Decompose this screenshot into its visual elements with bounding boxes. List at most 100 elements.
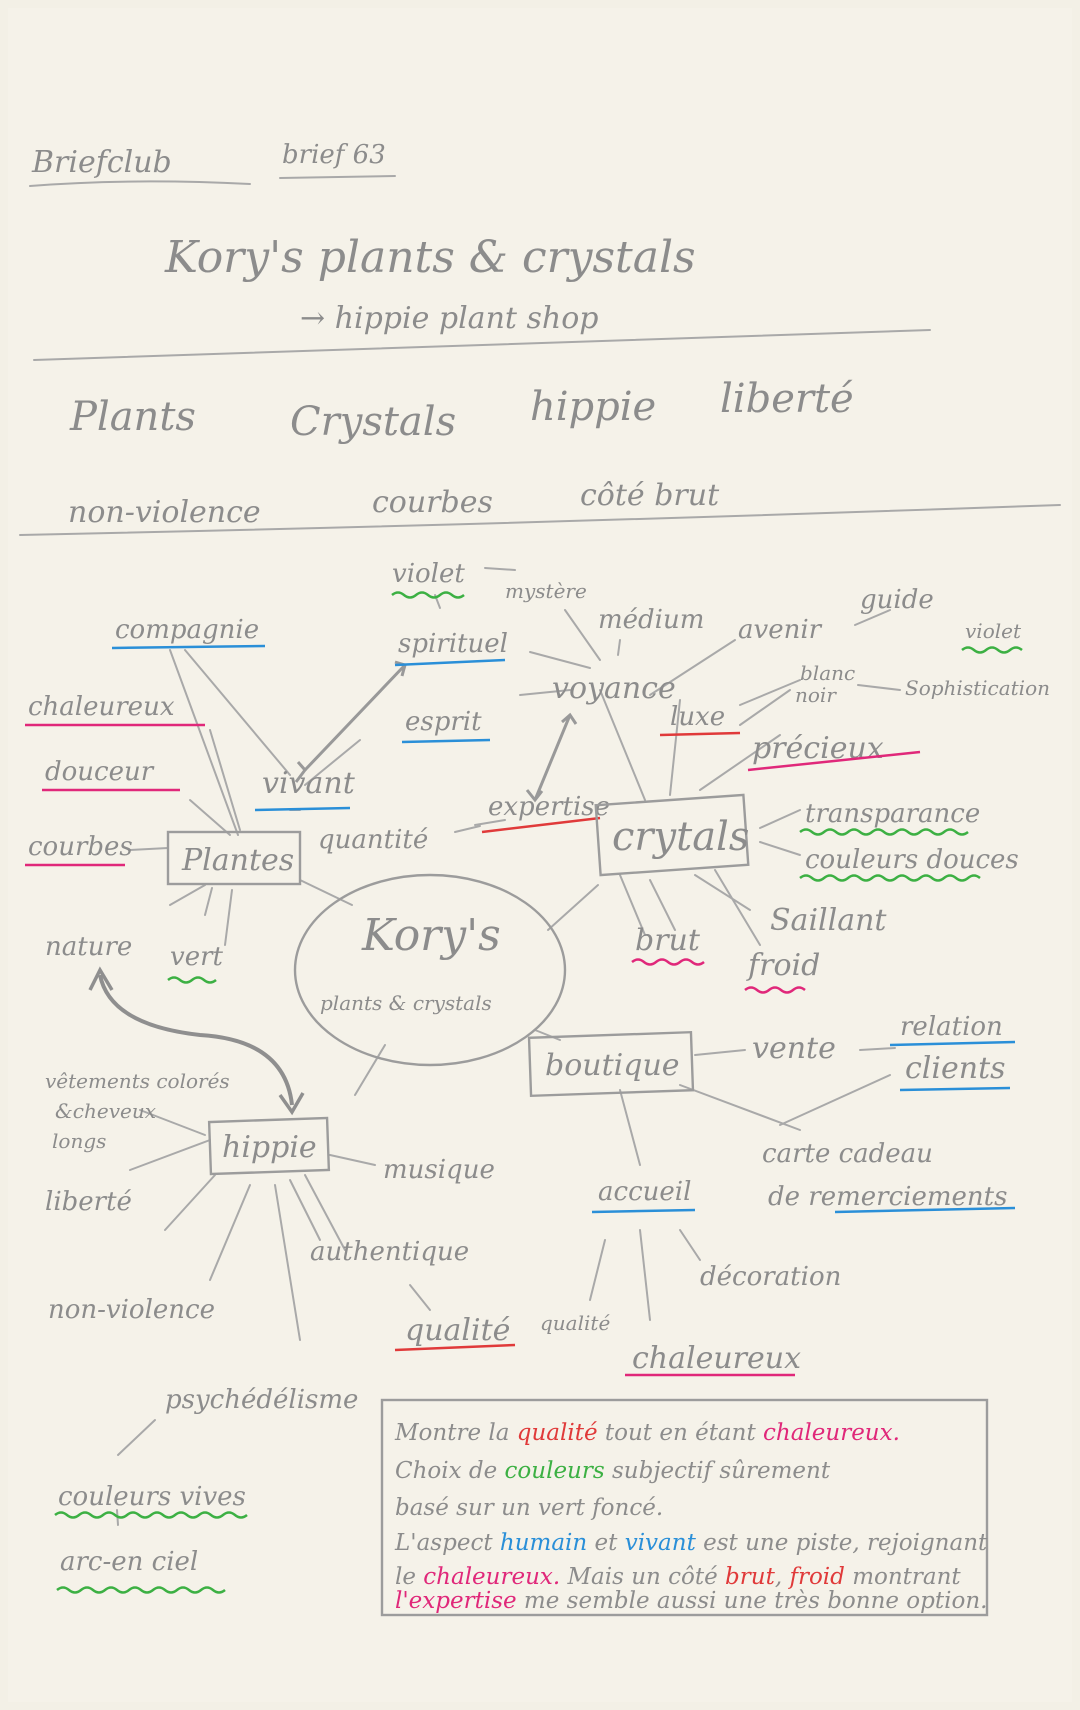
term-couleurs-vives: couleurs vives (58, 1482, 246, 1512)
term-nonviolence: non-violence (48, 1295, 215, 1325)
note-line-2: Choix de couleurs subjectif sûrement (395, 1458, 831, 1484)
note-line-4: L'aspect humain et vivant est une piste,… (394, 1530, 988, 1556)
term-violet: violet (392, 559, 465, 589)
boutique-label: boutique (545, 1048, 680, 1083)
underline-pink-wavy (631, 958, 705, 966)
term-liberte: liberté (45, 1187, 132, 1217)
term-arc-en-ciel: arc-en ciel (60, 1547, 198, 1577)
term-vert: vert (170, 942, 224, 972)
term-expertise: expertise (488, 792, 610, 822)
term-blanc: blanc (800, 661, 855, 685)
term-nature: nature (45, 932, 132, 962)
keyword-list: Plants Crystals hippie liberté non-viole… (68, 376, 854, 530)
underline-green-wavy (799, 874, 981, 882)
term-brut: brut (635, 923, 701, 958)
term-noir: noir (795, 683, 837, 707)
paper-sheet (8, 8, 1072, 1702)
term-qualite-boutique: qualité (540, 1311, 610, 1335)
underline-blue (889, 1040, 1016, 1047)
underline-green-wavy (56, 1586, 226, 1594)
term-clients: clients (905, 1051, 1006, 1086)
term-vetements-line-1: vêtements colorés (45, 1069, 230, 1093)
plantes-box (166, 830, 302, 886)
crystals-branch: crytals luxe blanc noir violet Sophistic… (594, 619, 1050, 994)
title: Kory's plants & crystals (164, 232, 696, 283)
underline-pink-wavy (744, 986, 806, 994)
term-vente: vente (752, 1031, 836, 1066)
term-douceur: douceur (45, 757, 155, 787)
keyword: côté brut (580, 478, 720, 513)
voyance-cluster: violet mystère spirituel médium esprit v… (391, 559, 934, 834)
term-medium: médium (598, 605, 704, 635)
underline-red (481, 816, 601, 834)
term-transparence: transparance (805, 799, 980, 829)
term-saillant: Saillant (770, 903, 887, 938)
keyword: non-violence (68, 495, 261, 530)
center-line-2: plants & crystals (320, 991, 492, 1015)
hippie-box (207, 1116, 331, 1176)
connector-lines (116, 567, 901, 1526)
club-underline (29, 180, 251, 187)
underline-blue (394, 658, 506, 667)
term-psychedelisme: psychédélisme (165, 1385, 358, 1415)
underline-green-wavy (391, 591, 465, 599)
term-voyance: voyance (552, 671, 676, 706)
underline-blue (401, 738, 491, 744)
crystals-label: crytals (612, 814, 749, 860)
term-musique: musique (383, 1155, 495, 1185)
note-box: Montre la qualité tout en étant chaleure… (380, 1398, 989, 1617)
term-vetements-line-3: longs (52, 1129, 106, 1153)
club-label: Briefclub (31, 145, 172, 180)
underline-blue (254, 806, 351, 812)
boutique-box (527, 1030, 695, 1098)
term-courbes: courbes (28, 832, 133, 862)
center-node (293, 873, 567, 1067)
keyword-divider (19, 504, 1061, 536)
term-avenir: avenir (738, 615, 823, 645)
term-quantite: quantité (318, 825, 428, 855)
underline-green-wavy (961, 646, 1023, 654)
term-chaleureux-boutique: chaleureux (632, 1341, 801, 1376)
term-luxe: luxe (670, 702, 725, 732)
keyword: Plants (69, 394, 196, 440)
term-vivant: vivant (262, 766, 356, 801)
hippie-label: hippie (222, 1130, 317, 1165)
term-mystere: mystère (505, 579, 587, 603)
underline-red (394, 1343, 516, 1352)
plantes-label: Plantes (181, 843, 294, 878)
term-carte-line-1: carte cadeau (762, 1139, 933, 1169)
underline-green-wavy (54, 1511, 248, 1519)
term-authentique: authentique (310, 1237, 469, 1267)
note-line-5: le chaleureux. Mais un côté brut, froid … (395, 1564, 961, 1590)
center-line-1: Kory's (361, 910, 501, 961)
term-sophistication: Sophistication (905, 676, 1050, 700)
term-relation: relation (900, 1012, 1003, 1042)
brief-underline (279, 175, 396, 179)
plantes-branch: Plantes compagnie chaleureux douceur viv… (25, 615, 481, 984)
hippie-branch: hippie vêtements colorés &cheveux longs … (45, 1069, 516, 1594)
underline-blue (899, 1086, 1011, 1092)
underline-blue (591, 1208, 696, 1214)
term-spirituel: spirituel (398, 629, 508, 659)
underline-green-wavy (167, 976, 217, 984)
crystals-box (594, 793, 750, 877)
keyword: liberté (720, 376, 854, 422)
underline-red (659, 731, 741, 737)
link-line (454, 825, 481, 833)
term-carte-line-2: de remerciements (768, 1182, 1007, 1212)
keyword: hippie (530, 384, 656, 430)
subtitle: → hippie plant shop (300, 301, 598, 336)
term-accueil: accueil (598, 1177, 691, 1207)
underline-green-wavy (799, 828, 969, 836)
note-line-6: l'expertise me semble aussi une très bon… (395, 1588, 987, 1614)
brief-label: brief 63 (282, 140, 386, 170)
note-line-3: basé sur un vert foncé. (395, 1495, 663, 1521)
keyword: Crystals (290, 399, 456, 445)
term-decoration: décoration (700, 1262, 841, 1292)
term-qualite-hippie: qualité (405, 1313, 510, 1348)
keyword: courbes (372, 485, 493, 520)
underline-blue (834, 1206, 1016, 1214)
note-line-1: Montre la qualité tout en étant chaleure… (394, 1420, 900, 1446)
underline-blue (111, 644, 266, 650)
